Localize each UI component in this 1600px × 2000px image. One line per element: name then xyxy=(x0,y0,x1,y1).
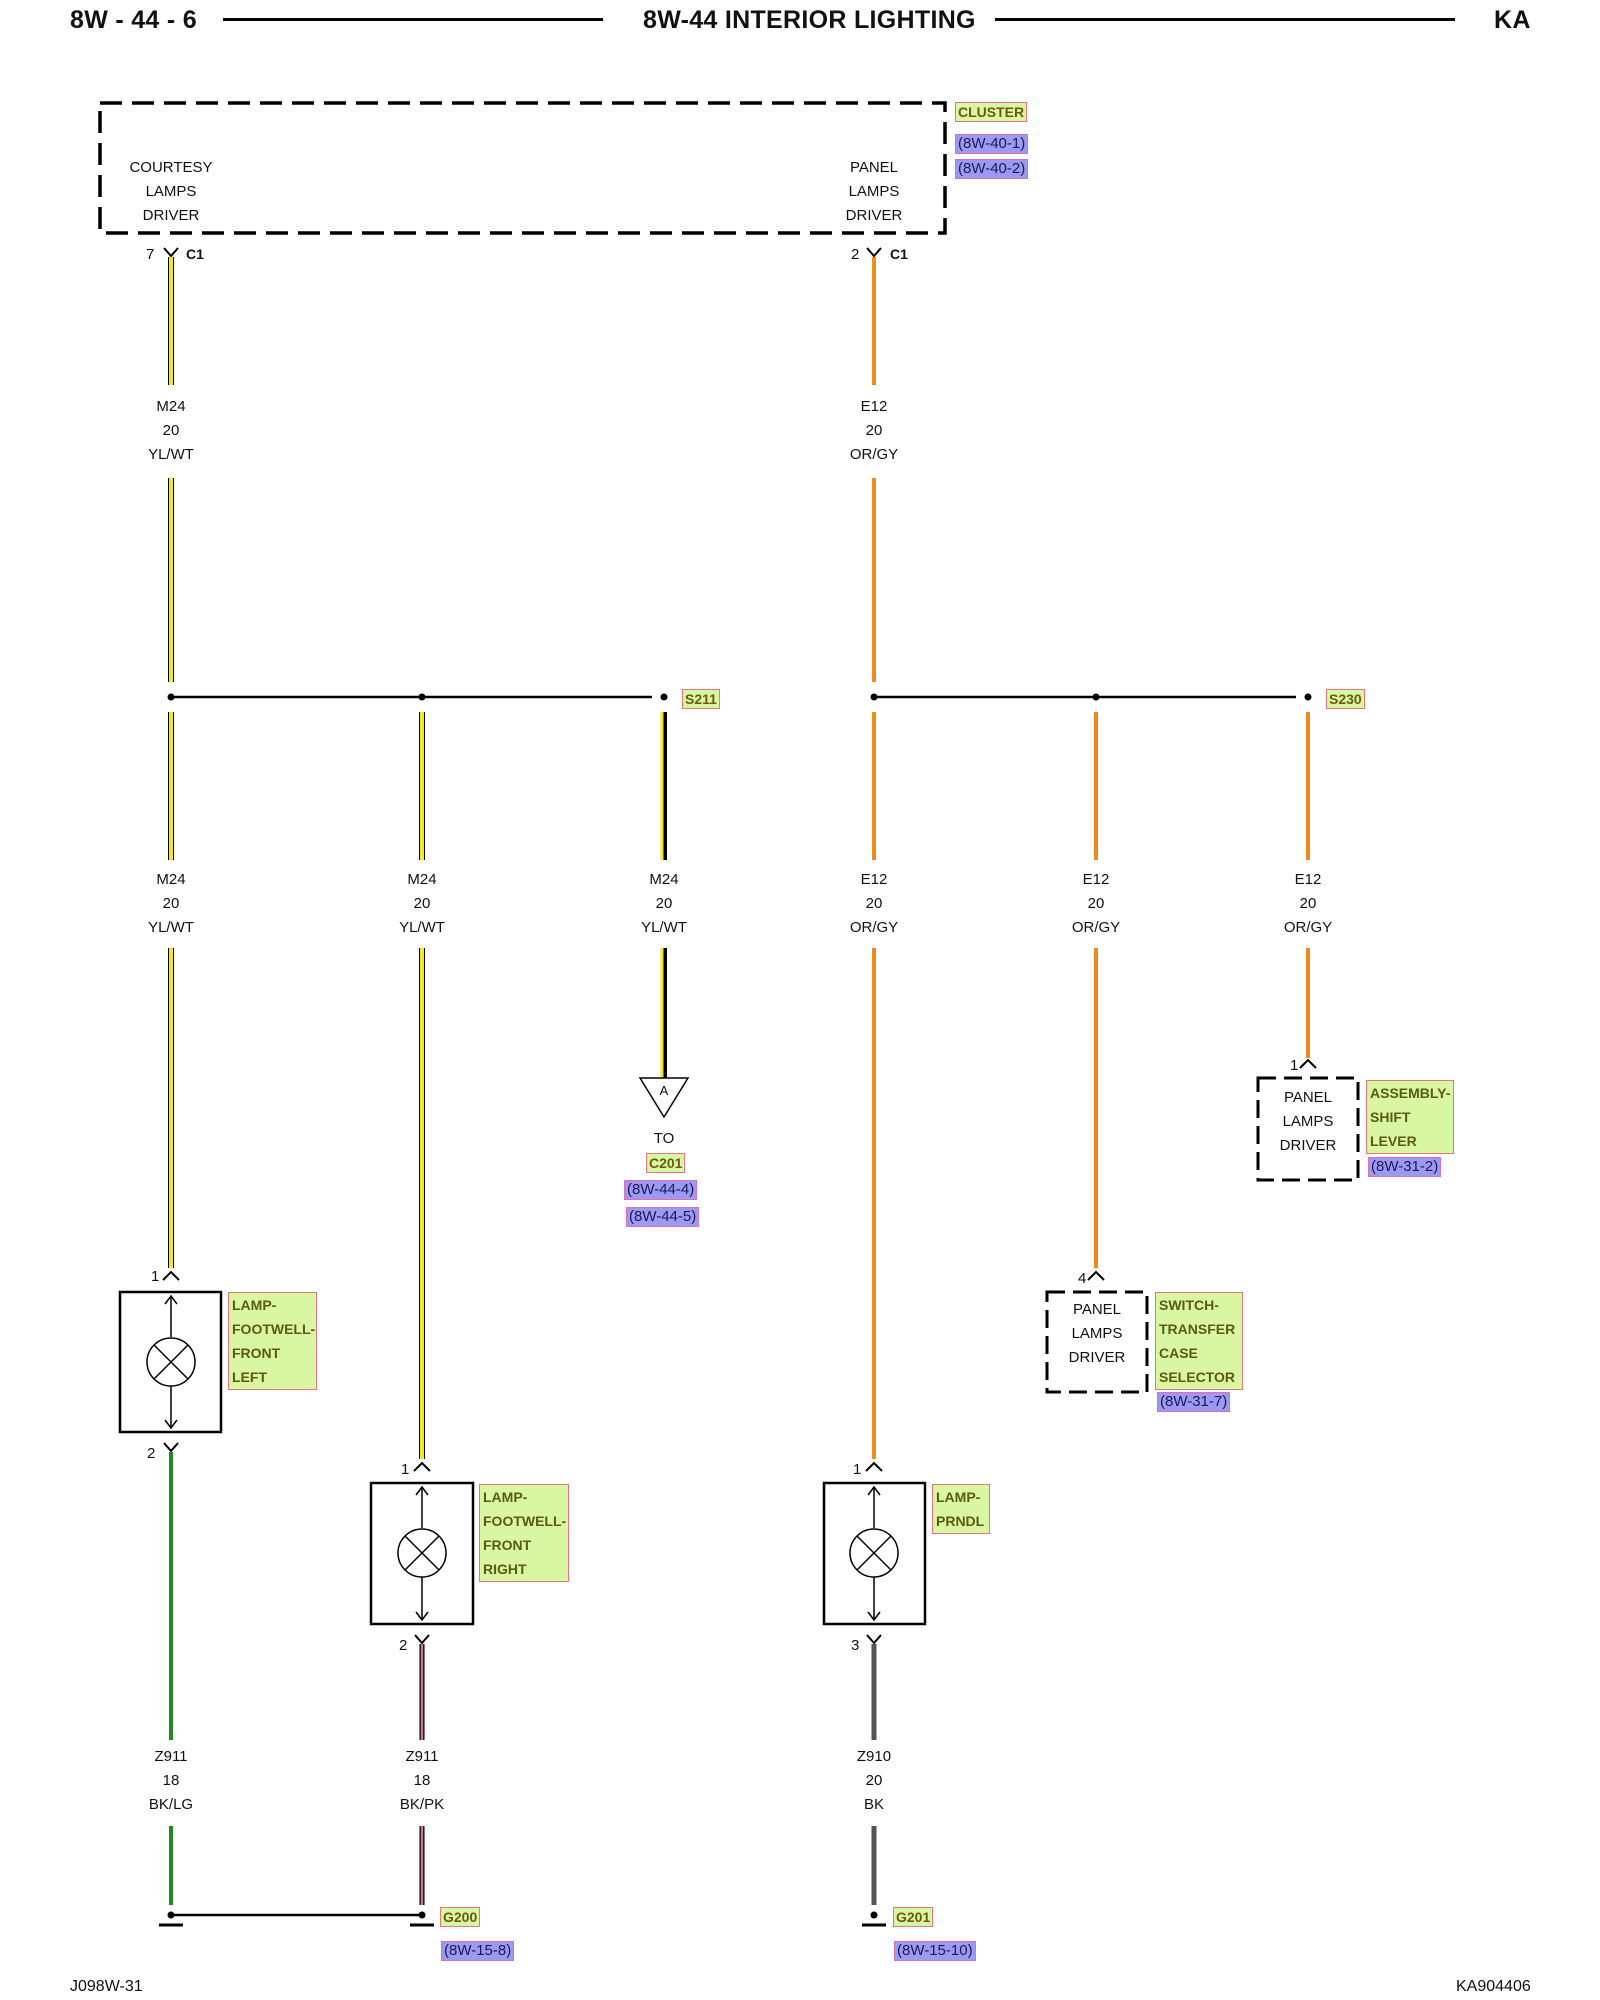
splice-s230-label[interactable]: S230 xyxy=(1326,689,1365,709)
offpage-ref-2[interactable]: (8W-44-5) xyxy=(626,1207,700,1227)
c1-connector-right: C1 xyxy=(890,246,908,262)
footer-doc-id: J098W-31 xyxy=(70,1978,143,1995)
ground-g200-symbol xyxy=(159,1911,434,1927)
transfer-switch-box xyxy=(1045,1290,1149,1394)
c1-pin2-mark xyxy=(866,247,882,258)
offpage-c201-link[interactable]: C201 xyxy=(646,1153,686,1173)
lamp-right-pin-2: 2 xyxy=(399,1637,408,1654)
lamp-footwell-right-symbol xyxy=(369,1461,475,1645)
lamp-prndl-symbol xyxy=(822,1461,927,1645)
ground-g201-ref[interactable]: (8W-15-10) xyxy=(894,1941,976,1961)
footer-figure-id: KA904406 xyxy=(1456,1978,1531,1995)
lamp-left-pin-1: 1 xyxy=(151,1268,160,1285)
splice-s211-label[interactable]: S211 xyxy=(682,689,720,709)
lamp-right-pin-1: 1 xyxy=(401,1461,410,1478)
shift-lever-pin: 1 xyxy=(1290,1057,1299,1074)
cluster-box xyxy=(98,101,947,235)
lamp-prndl-pin-1: 1 xyxy=(853,1461,862,1478)
ground-g200-ref[interactable]: (8W-15-8) xyxy=(441,1941,515,1961)
header-rule-right xyxy=(995,18,1455,21)
ground-g201-link[interactable]: G201 xyxy=(893,1907,934,1927)
offpage-ref-1[interactable]: (8W-44-4) xyxy=(624,1180,698,1200)
lamp-footwell-left-symbol xyxy=(118,1270,223,1453)
offpage-arrow xyxy=(638,1077,690,1119)
lamp-prndl-pin-3: 3 xyxy=(851,1637,860,1654)
c1-pin7-mark xyxy=(163,247,179,258)
shift-lever-box xyxy=(1256,1076,1360,1182)
lamp-left-pin-2: 2 xyxy=(147,1445,156,1462)
ground-g201-symbol xyxy=(862,1911,886,1927)
wire-m24-c xyxy=(660,712,667,1078)
page-title: 8W-44 INTERIOR LIGHTING xyxy=(643,6,976,34)
c1-connector-left: C1 xyxy=(186,246,204,262)
ground-g200-link[interactable]: G200 xyxy=(440,1907,481,1927)
c1-pin-2: 2 xyxy=(851,246,860,263)
lamp-prndl-name-link[interactable]: LAMP-PRNDL xyxy=(932,1484,990,1534)
header-rule-left xyxy=(223,18,603,21)
cluster-ref-2[interactable]: (8W-40-2) xyxy=(955,159,1029,179)
page-code: 8W - 44 - 6 xyxy=(70,6,197,34)
vehicle-code: KA xyxy=(1494,6,1531,34)
cluster-label[interactable]: CLUSTER xyxy=(955,102,1028,122)
c1-pin-7: 7 xyxy=(146,246,155,263)
transfer-switch-ref[interactable]: (8W-31-7) xyxy=(1157,1392,1231,1412)
cluster-ref-1[interactable]: (8W-40-1) xyxy=(955,134,1029,154)
offpage-to: TO xyxy=(653,1130,675,1147)
transfer-switch-pin: 4 xyxy=(1078,1270,1087,1287)
offpage-letter: A xyxy=(659,1083,669,1098)
shift-lever-ref[interactable]: (8W-31-2) xyxy=(1368,1157,1442,1177)
